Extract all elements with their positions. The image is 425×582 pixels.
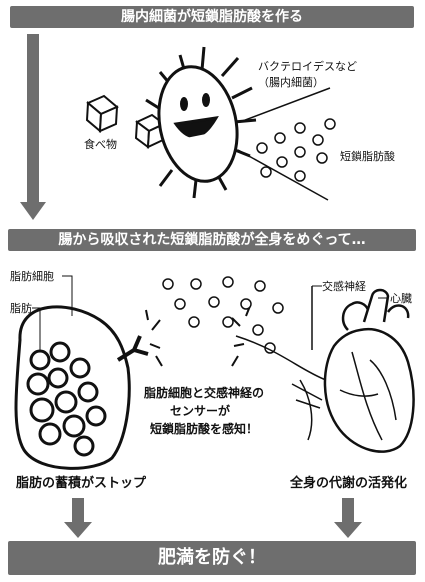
fat-cell-label: 脂肪細胞 [10, 270, 54, 283]
scfa-stream-lines [237, 87, 331, 201]
down-arrow-left [20, 34, 46, 220]
fat-stop-label: 脂肪の蓄積がストップ [16, 476, 147, 491]
bacteria-label-line2: （腸内細菌） [258, 76, 324, 89]
top-banner: 腸内細菌が短鎖脂肪酸を作る [10, 6, 414, 28]
sensor-text-line1: 脂肪細胞と交感神経の [144, 386, 265, 400]
bacteria-label-line1: バクテロイデスなど [258, 60, 357, 73]
sympathetic-nerve-label: 交感神経 [322, 280, 366, 293]
scfa-molecules-middle [162, 276, 284, 354]
scfa-label: 短鎖脂肪酸 [340, 150, 395, 163]
heart-label-pointers [312, 285, 388, 299]
receptor-icon [145, 305, 251, 367]
scfa-molecules-top [256, 118, 336, 182]
bacteria-icon [145, 46, 257, 199]
fat-cell-icon [14, 305, 149, 470]
fat-label-pointers [32, 275, 73, 350]
heart-label: 心臓 [390, 292, 412, 305]
fat-label: 脂肪 [10, 302, 32, 315]
middle-banner: 腸から吸収された短鎖脂肪酸が全身をめぐって… [8, 229, 416, 251]
metabolism-label: 全身の代謝の活発化 [290, 476, 408, 491]
heart-icon [323, 288, 415, 453]
sensor-text-line2: センサーが [170, 404, 231, 418]
bottom-banner: 肥満を防ぐ！ [8, 541, 416, 575]
down-arrows-bottom [64, 498, 362, 538]
sympathetic-nerve-lines [235, 286, 327, 441]
sensor-text-line3: 短鎖脂肪酸を感知！ [150, 422, 259, 436]
food-label: 食べ物 [84, 138, 117, 151]
